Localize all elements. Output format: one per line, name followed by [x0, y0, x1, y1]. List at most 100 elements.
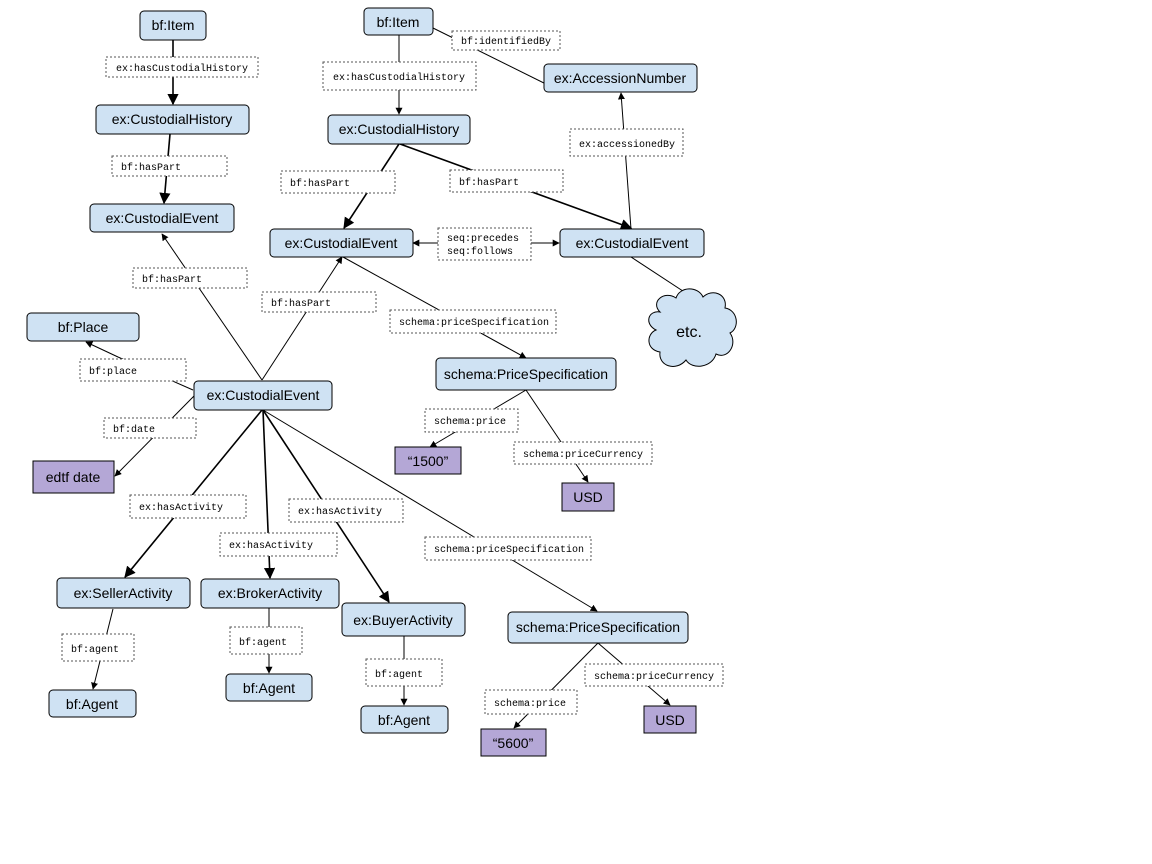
node-edtf-date[interactable]: edtf date [32, 460, 115, 494]
node-item-a[interactable]: bf:Item [139, 10, 207, 41]
node-price-1500[interactable]: “1500” [394, 446, 462, 475]
svg-text:bf:Item: bf:Item [377, 14, 420, 30]
node-buyeractivity[interactable]: ex:BuyerActivity [341, 602, 466, 637]
svg-text:ex:CustodialHistory: ex:CustodialHistory [339, 121, 460, 137]
label-hascustodialhistory-b: ex:hasCustodialHistory [322, 61, 477, 91]
svg-text:etc.: etc. [676, 324, 702, 341]
svg-text:ex:hasCustodialHistory: ex:hasCustodialHistory [116, 63, 248, 75]
nodes: bf:Item ex:CustodialHistory ex:Custodial… [26, 7, 737, 757]
label-pricespec-b: schema:priceSpecification [389, 309, 557, 334]
edge-pricespec-top-to-usd [525, 389, 589, 483]
node-usd-top[interactable]: USD [561, 482, 615, 512]
svg-text:bf:Agent: bf:Agent [378, 712, 430, 728]
svg-text:seq:precedes: seq:precedes [447, 233, 519, 245]
label-accessionedby: ex:accessionedBy [569, 128, 684, 157]
label-hasactivity-buyer: ex:hasActivity [288, 498, 404, 523]
edge-main-to-custevent-a [161, 233, 263, 381]
edge-main-to-custevent-b1 [261, 256, 343, 381]
label-haspart-main-a: bf:hasPart [132, 267, 248, 289]
edge-custevent-b1-to-pricespec-top [342, 256, 527, 359]
svg-text:bf:hasPart: bf:hasPart [271, 298, 331, 310]
svg-text:schema:priceCurrency: schema:priceCurrency [594, 671, 714, 683]
node-pricespecification-bottom[interactable]: schema:PriceSpecification [507, 611, 689, 644]
label-agent-broker: bf:agent [229, 626, 303, 655]
node-accessionnumber[interactable]: ex:AccessionNumber [543, 63, 698, 93]
label-date: bf:date [103, 417, 197, 439]
svg-text:bf:Place: bf:Place [58, 319, 109, 335]
svg-text:bf:agent: bf:agent [375, 669, 423, 681]
svg-text:ex:accessionedBy: ex:accessionedBy [579, 139, 675, 151]
label-hascustodialhistory-a: ex:hasCustodialHistory [105, 56, 259, 78]
svg-text:ex:CustodialEvent: ex:CustodialEvent [576, 235, 689, 251]
node-custodialevent-a[interactable]: ex:CustodialEvent [89, 203, 235, 233]
edge-labels: ex:hasCustodialHistory bf:hasPart bf:has… [61, 30, 724, 715]
svg-text:ex:hasCustodialHistory: ex:hasCustodialHistory [333, 72, 465, 84]
label-hasactivity-seller: ex:hasActivity [129, 494, 247, 519]
node-usd-bottom[interactable]: USD [643, 705, 697, 734]
label-agent-buyer: bf:agent [365, 658, 443, 687]
svg-text:schema:price: schema:price [434, 416, 506, 428]
svg-text:bf:Item: bf:Item [152, 17, 195, 33]
node-place[interactable]: bf:Place [26, 312, 140, 342]
edge-main-to-seller [124, 409, 263, 578]
node-custodialevent-main[interactable]: ex:CustodialEvent [193, 380, 333, 411]
svg-text:bf:identifiedBy: bf:identifiedBy [461, 36, 551, 48]
node-etc-cloud[interactable]: etc. [648, 288, 737, 367]
svg-text:USD: USD [573, 489, 603, 505]
svg-text:ex:CustodialHistory: ex:CustodialHistory [112, 111, 233, 127]
svg-text:ex:hasActivity: ex:hasActivity [229, 540, 313, 552]
svg-text:bf:hasPart: bf:hasPart [121, 162, 181, 174]
label-haspart-b1: bf:hasPart [280, 170, 396, 194]
node-agent-seller[interactable]: bf:Agent [48, 689, 137, 718]
node-item-b[interactable]: bf:Item [363, 7, 434, 36]
node-brokeractivity[interactable]: ex:BrokerActivity [200, 578, 340, 609]
node-agent-broker[interactable]: bf:Agent [225, 673, 313, 702]
label-currency-top: schema:priceCurrency [513, 441, 653, 465]
svg-text:bf:hasPart: bf:hasPart [459, 177, 519, 189]
svg-text:ex:BrokerActivity: ex:BrokerActivity [218, 585, 322, 601]
svg-text:schema:priceSpecification: schema:priceSpecification [434, 544, 584, 556]
svg-text:ex:hasActivity: ex:hasActivity [139, 502, 223, 514]
svg-text:seq:follows: seq:follows [447, 246, 513, 258]
svg-text:bf:place: bf:place [89, 366, 137, 378]
svg-text:ex:CustodialEvent: ex:CustodialEvent [285, 235, 398, 251]
svg-text:edtf date: edtf date [46, 469, 101, 485]
node-custodialhistory-a[interactable]: ex:CustodialHistory [95, 104, 250, 135]
label-sequence: seq:precedes seq:follows [437, 227, 532, 261]
node-agent-buyer[interactable]: bf:Agent [360, 705, 449, 734]
label-identifiedby: bf:identifiedBy [451, 30, 561, 51]
edge-main-to-pricespec-bottom [262, 409, 598, 612]
label-hasactivity-broker: ex:hasActivity [219, 532, 338, 557]
svg-text:ex:SellerActivity: ex:SellerActivity [74, 585, 173, 601]
svg-text:bf:agent: bf:agent [239, 637, 287, 649]
svg-text:“1500”: “1500” [408, 453, 449, 469]
svg-text:bf:Agent: bf:Agent [243, 680, 295, 696]
svg-text:bf:agent: bf:agent [71, 644, 119, 656]
label-currency-bottom: schema:priceCurrency [584, 663, 724, 687]
label-haspart-a: bf:hasPart [111, 155, 228, 177]
label-place: bf:place [79, 358, 187, 382]
svg-text:schema:priceSpecification: schema:priceSpecification [399, 317, 549, 329]
node-price-5600[interactable]: “5600” [480, 728, 547, 757]
svg-text:bf:hasPart: bf:hasPart [290, 178, 350, 190]
svg-text:schema:price: schema:price [494, 698, 566, 710]
svg-text:ex:CustodialEvent: ex:CustodialEvent [207, 387, 320, 403]
node-selleractivity[interactable]: ex:SellerActivity [56, 577, 191, 609]
svg-text:schema:priceCurrency: schema:priceCurrency [523, 449, 643, 461]
svg-text:USD: USD [655, 712, 685, 728]
label-price-top: schema:price [424, 408, 519, 433]
svg-text:bf:Agent: bf:Agent [66, 696, 118, 712]
node-custodialevent-b1[interactable]: ex:CustodialEvent [269, 228, 414, 258]
svg-text:ex:hasActivity: ex:hasActivity [298, 506, 382, 518]
node-pricespecification-top[interactable]: schema:PriceSpecification [435, 357, 617, 391]
svg-text:bf:hasPart: bf:hasPart [142, 274, 202, 286]
node-custodialevent-b2[interactable]: ex:CustodialEvent [559, 228, 705, 258]
svg-text:ex:BuyerActivity: ex:BuyerActivity [353, 612, 453, 628]
node-custodialhistory-b[interactable]: ex:CustodialHistory [327, 114, 471, 145]
svg-text:bf:date: bf:date [113, 424, 155, 436]
svg-text:schema:PriceSpecification: schema:PriceSpecification [444, 366, 608, 382]
edge-custevent-b2-to-accession [617, 92, 632, 230]
svg-text:schema:PriceSpecification: schema:PriceSpecification [516, 619, 680, 635]
label-haspart-main-b: bf:hasPart [261, 291, 377, 313]
